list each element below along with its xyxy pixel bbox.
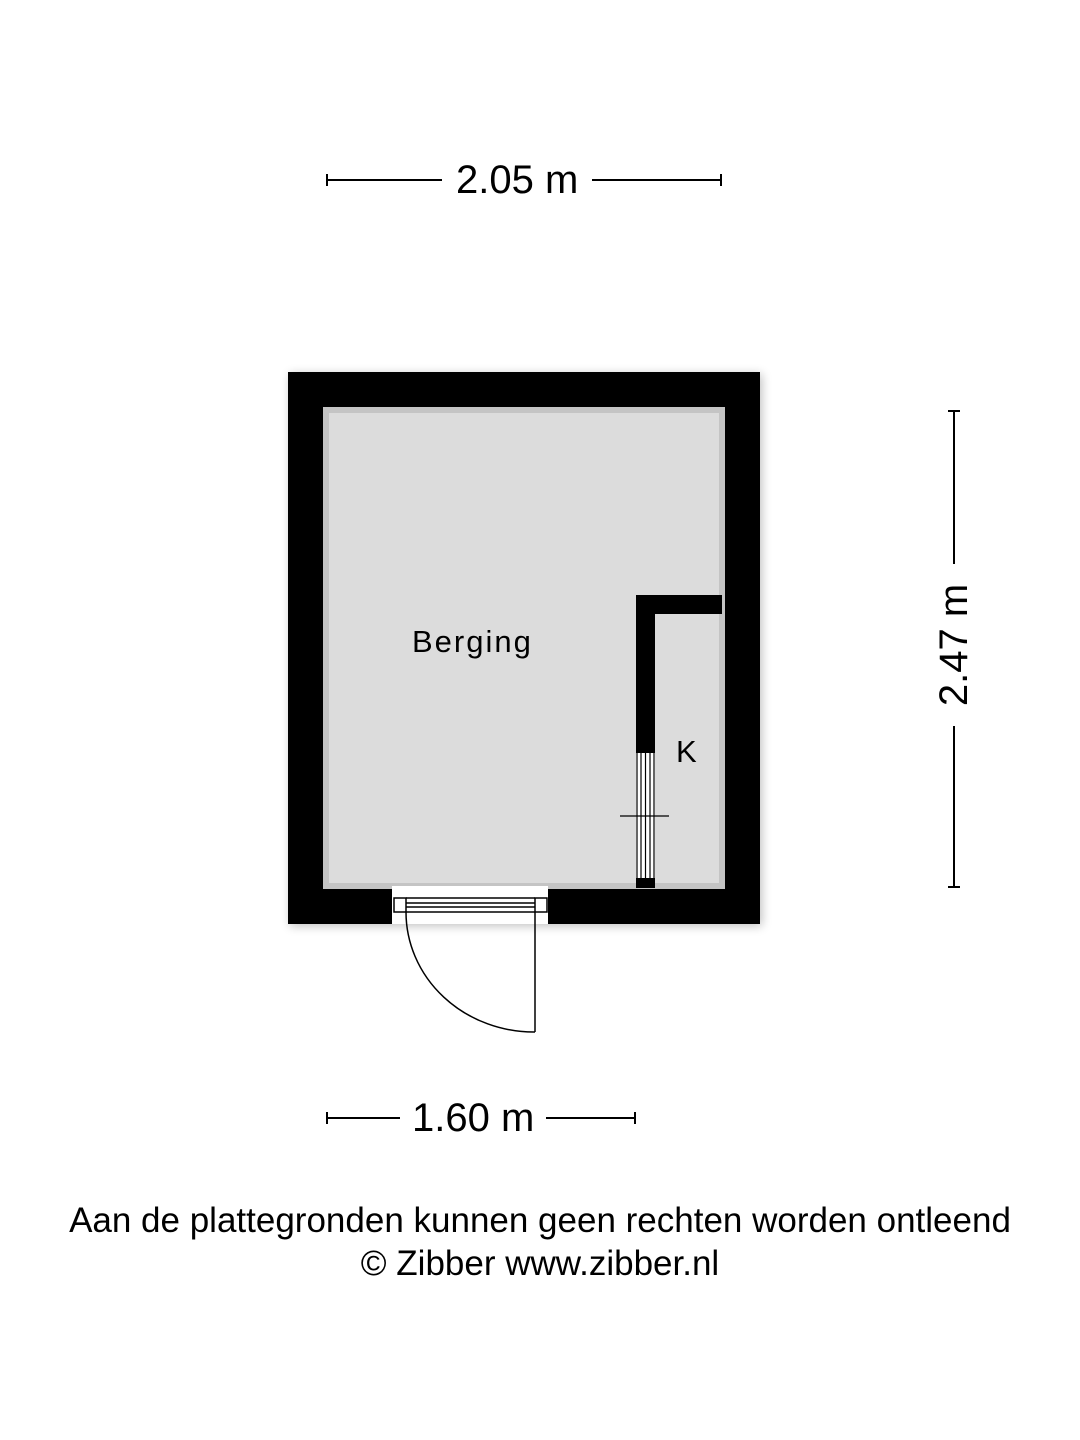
disclaimer-text: Aan de plattegronden kunnen geen rechten… [69,1201,1011,1240]
entrance-door [393,897,548,1033]
dimension-tick [634,1112,636,1124]
door-opening [392,886,548,924]
dimension-label-top: 2.05 m [456,158,579,202]
dimension-label-bottom: 1.60 m [412,1096,535,1140]
room-label-k: K [676,734,697,769]
dimension-top-width: 2.05 m [326,160,722,200]
dimension-line [328,179,442,181]
dimension-line [953,412,955,564]
dimension-line [953,726,955,886]
dimension-tick [720,174,722,186]
dimension-line [592,179,720,181]
closet-wall-side [636,595,655,753]
closet-wall-stub [636,878,655,888]
closet-door [620,753,669,878]
dimension-line [328,1117,400,1119]
dimension-label-right: 2.47 m [932,583,977,707]
dimension-bottom-width: 1.60 m [326,1098,636,1138]
copyright-text: © Zibber www.zibber.nl [360,1244,720,1283]
dimension-tick [948,410,960,412]
room-label-berging: Berging [412,624,533,659]
dimension-tick [326,1112,328,1124]
dimension-tick [948,886,960,888]
dimension-line [546,1117,634,1119]
floor-berging [326,410,722,886]
closet-wall-top [636,595,722,614]
dimension-right-height: 2.47 m [932,410,976,888]
dimension-tick [326,174,328,186]
